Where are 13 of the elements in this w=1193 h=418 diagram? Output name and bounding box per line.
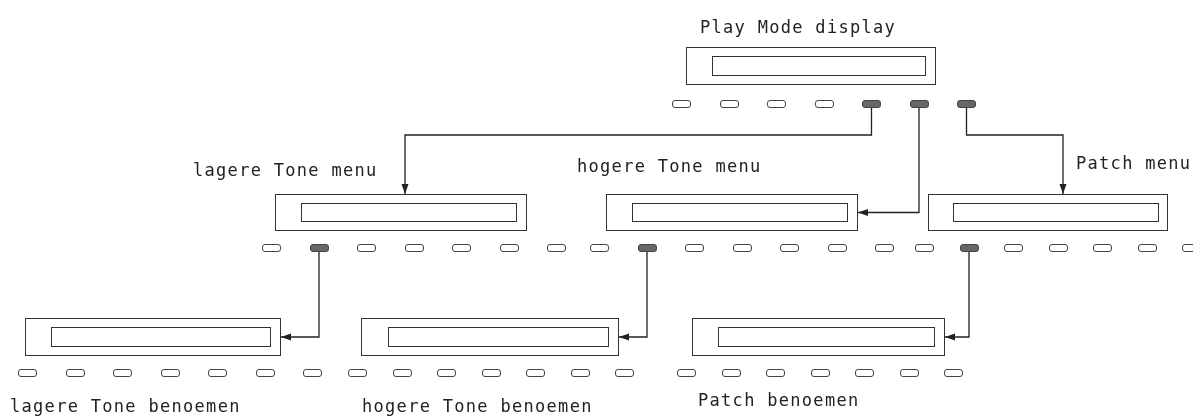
display-title: Patch menu [1076, 153, 1192, 173]
display-title: lagere Tone benoemen [10, 396, 241, 416]
arrow [280, 251, 320, 341]
arrow [965, 107, 1067, 195]
display-title: Patch benoemen [698, 390, 860, 410]
arrow [618, 251, 648, 341]
display-title: hogere Tone benoemen [362, 396, 593, 416]
arrow [944, 251, 970, 341]
arrow [401, 107, 873, 195]
display-title: Play Mode display [700, 17, 897, 37]
display-title: lagere Tone menu [193, 160, 378, 180]
arrow [857, 107, 920, 216]
display-title: hogere Tone menu [577, 156, 762, 176]
